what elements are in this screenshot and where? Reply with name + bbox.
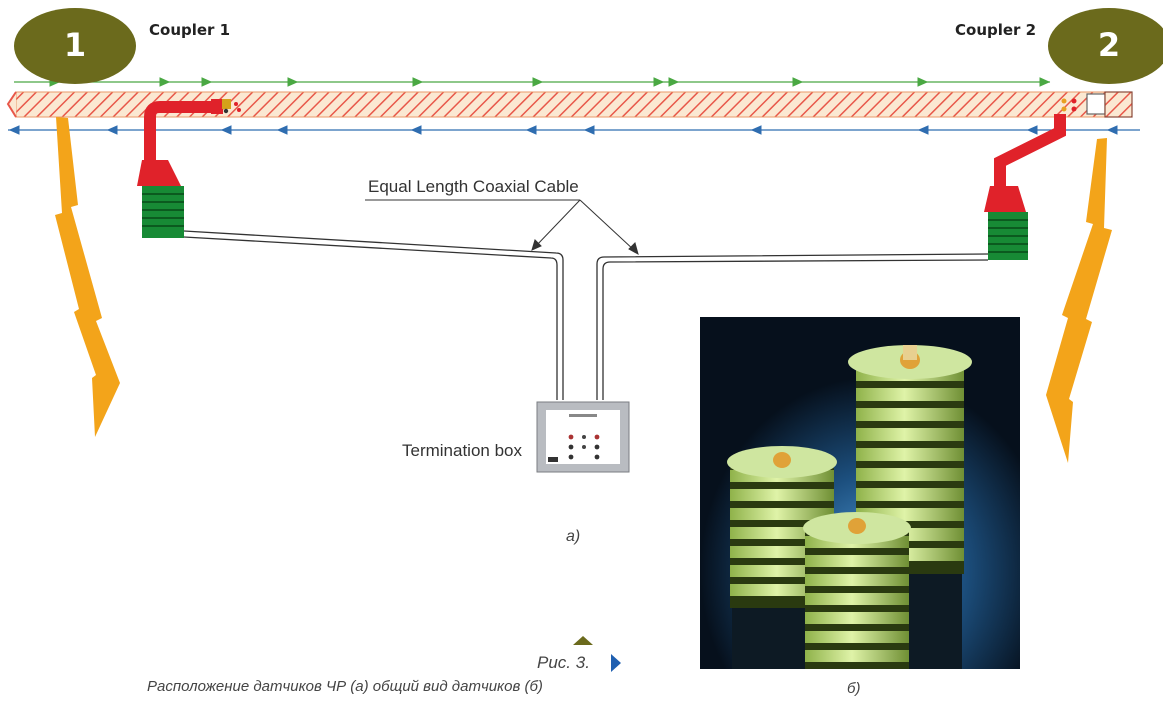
coupler-1-label: Coupler 1 bbox=[149, 21, 231, 39]
figure-number: Рис. 3. bbox=[537, 653, 590, 672]
coupler-1-badge bbox=[14, 8, 136, 84]
coupler-2-badge-number: 2 bbox=[1097, 26, 1121, 64]
termination-box bbox=[536, 401, 630, 473]
coupler-2-sensor bbox=[984, 98, 1077, 260]
termination-box-label: Termination box bbox=[402, 441, 523, 460]
caption-arrow-right-icon bbox=[611, 654, 621, 672]
coaxial-cable-right bbox=[596, 253, 989, 400]
lightning-bolt-icon bbox=[1046, 138, 1112, 463]
coaxial-cable-left bbox=[183, 230, 564, 400]
coupler-2-badge bbox=[1048, 8, 1163, 84]
cable-label-pointer bbox=[365, 199, 639, 256]
coupler-1-badge-number: 1 bbox=[63, 26, 87, 64]
caption-arrow-up-icon bbox=[573, 636, 593, 645]
lightning-bolt-icon bbox=[55, 117, 120, 437]
backward-current-arrows bbox=[8, 125, 1140, 135]
part-b-label: б) bbox=[847, 680, 861, 697]
coupler-1-sensor bbox=[137, 99, 241, 238]
figure-caption: Расположение датчиков ЧР (а) общий вид д… bbox=[147, 678, 543, 695]
part-a-label: а) bbox=[566, 528, 581, 545]
cable-label: Equal Length Coaxial Cable bbox=[368, 177, 579, 196]
sensor-photo bbox=[700, 317, 1020, 669]
forward-current-arrows bbox=[14, 77, 1051, 87]
coupler-2-label: Coupler 2 bbox=[955, 21, 1037, 39]
